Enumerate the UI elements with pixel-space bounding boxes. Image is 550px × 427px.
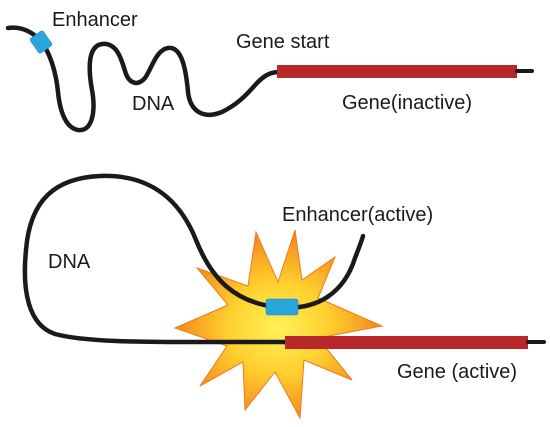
label-gene-active: Gene (active)	[397, 361, 517, 383]
label-gene-start: Gene start	[236, 31, 330, 53]
active-state: DNA Enhancer(active) Gene (active)	[22, 173, 546, 420]
label-enhancer: Enhancer	[52, 9, 138, 31]
label-gene-inactive: Gene(inactive)	[342, 92, 472, 114]
gene-bar-active	[285, 336, 528, 349]
label-enhancer-active: Enhancer(active)	[282, 204, 433, 226]
inactive-state: Enhancer DNA Gene start Gene(inactive)	[5, 9, 534, 133]
gene-bar-inactive	[277, 65, 517, 78]
dna-strand-active	[22, 173, 518, 345]
enhancer-block-inactive	[29, 30, 53, 54]
label-dna-bottom: DNA	[48, 251, 91, 273]
enhancer-block-active	[265, 298, 299, 316]
label-dna-top: DNA	[132, 93, 175, 115]
dna-strand-inactive	[5, 25, 283, 133]
activation-burst	[173, 229, 384, 420]
